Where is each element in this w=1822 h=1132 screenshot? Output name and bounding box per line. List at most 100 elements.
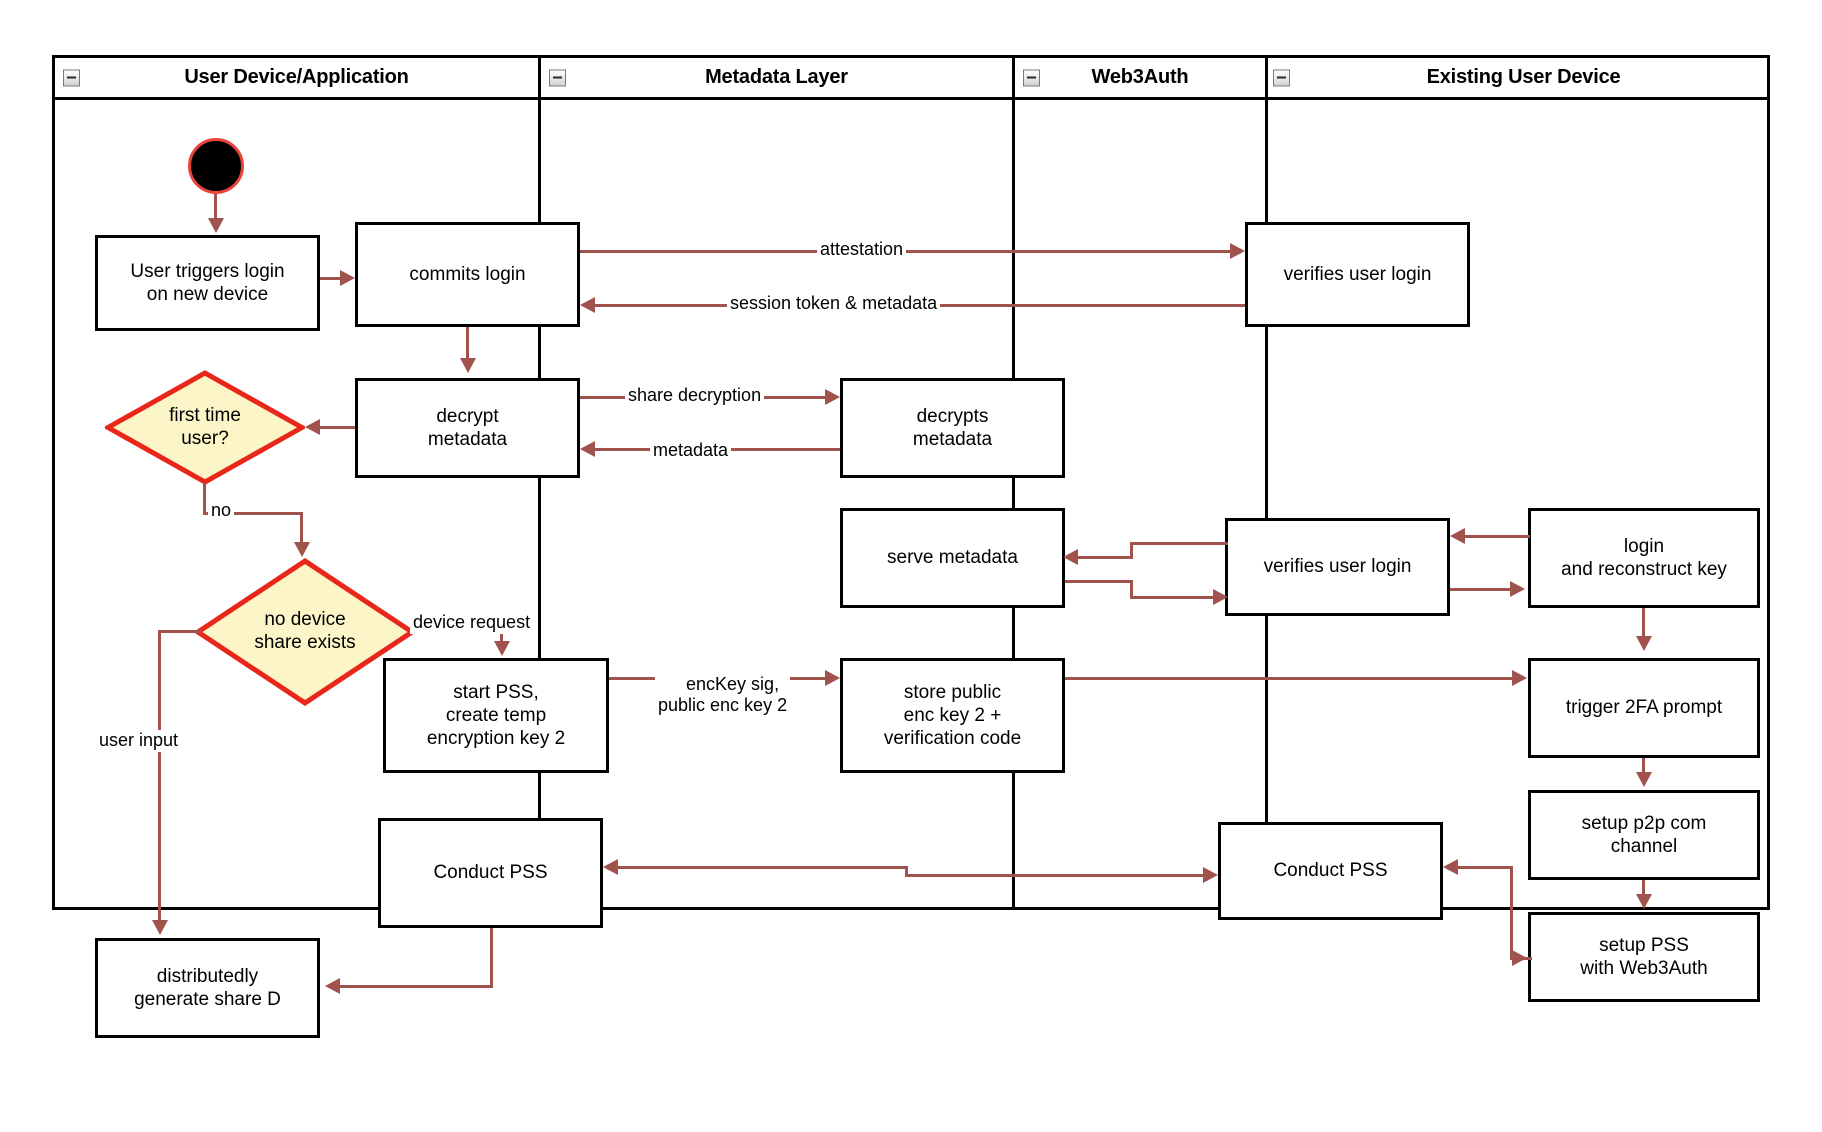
- edge-n3-to-d1: [320, 426, 355, 429]
- node-label: trigger 2FA prompt: [1565, 697, 1723, 719]
- node-commits-login[interactable]: commits login: [355, 222, 580, 327]
- collapse-icon[interactable]: [1023, 69, 1040, 86]
- edge-serve-to-verify-h2: [1130, 596, 1215, 599]
- edge-label-metadata: metadata: [650, 440, 732, 462]
- edge-web3auth-pss-in-h: [1455, 866, 1513, 869]
- edge-conduct-pss-link-left: [618, 866, 908, 869]
- lane-title: User Device/Application: [184, 66, 409, 88]
- arrowhead-right: [825, 670, 840, 686]
- collapse-icon[interactable]: [63, 69, 80, 86]
- edge-n2-to-n3: [466, 327, 469, 360]
- arrowhead-right: [1213, 589, 1228, 605]
- arrowhead-left: [580, 441, 595, 457]
- edge-n1-to-n2: [320, 277, 342, 280]
- edge-label-enckey-text: encKey sig,public enc key 2: [658, 673, 788, 716]
- arrowhead-down: [494, 641, 510, 656]
- node-verifies-user-login-1[interactable]: verifies user login: [1245, 222, 1470, 327]
- edge-d1-down: [203, 483, 206, 514]
- lane-body-user-device: [55, 100, 541, 907]
- arrowhead-right: [1512, 670, 1527, 686]
- node-verifies-user-login-2[interactable]: verifies user login: [1225, 518, 1450, 616]
- edge-conduct-pss-link-step: [905, 866, 908, 877]
- edge-user-input-v: [158, 630, 161, 922]
- node-conduct-pss-user[interactable]: Conduct PSS: [378, 818, 603, 928]
- lane-header-metadata-layer[interactable]: Metadata Layer: [541, 58, 1015, 100]
- edge-store-to-2fa-a: [1065, 677, 1295, 680]
- arrowhead-right: [1512, 950, 1527, 966]
- arrowhead-left: [325, 978, 340, 994]
- arrowhead-down: [1636, 636, 1652, 651]
- arrowhead-down: [1636, 894, 1652, 909]
- arrowhead-left: [580, 297, 595, 313]
- lane-title: Web3Auth: [1091, 66, 1189, 88]
- collapse-icon[interactable]: [549, 69, 566, 86]
- edge-verify-to-serve-h1: [1130, 542, 1228, 545]
- edge-web3auth-pss-v: [1510, 866, 1513, 960]
- lane-body-web3auth: [1015, 100, 1268, 907]
- arrowhead-right: [825, 389, 840, 405]
- lane-header-web3auth[interactable]: Web3Auth: [1015, 58, 1268, 100]
- edge-user-input-h: [158, 630, 202, 633]
- arrowhead-down: [294, 542, 310, 557]
- lane-header-user-device[interactable]: User Device/Application: [55, 58, 541, 100]
- edge-label-user-input: user input: [96, 730, 182, 752]
- node-conduct-pss-web3auth[interactable]: Conduct PSS: [1218, 822, 1443, 920]
- arrowhead-left: [305, 419, 320, 435]
- edge-existing-to-verify: [1462, 535, 1530, 538]
- arrowhead-down: [208, 218, 224, 233]
- edge-p2p-to-setup-pss: [1642, 880, 1645, 896]
- edge-label-enckey: encKey sig,public enc key 2: [655, 652, 791, 739]
- lane-title: Existing User Device: [1426, 66, 1621, 88]
- collapse-icon[interactable]: [1273, 69, 1290, 86]
- lane-header-existing-user-device[interactable]: Existing User Device: [1268, 58, 1767, 100]
- edge-start-to-n1: [214, 194, 217, 220]
- edge-device-request-v: [500, 624, 503, 644]
- edge-2fa-to-p2p: [1642, 758, 1645, 774]
- arrowhead-right: [340, 270, 355, 286]
- diamond-shape: [195, 558, 415, 706]
- arrowhead-left: [603, 859, 618, 875]
- node-serve-metadata[interactable]: serve metadata: [840, 508, 1065, 608]
- node-label: Conduct PSS: [1273, 860, 1388, 882]
- arrowhead-left: [1450, 528, 1465, 544]
- node-trigger-2fa-prompt[interactable]: trigger 2FA prompt: [1528, 658, 1760, 758]
- lane-title: Metadata Layer: [705, 66, 848, 88]
- edge-verify-to-login: [1450, 588, 1512, 591]
- arrowhead-left: [1063, 549, 1078, 565]
- edge-label-session-token: session token & metadata: [727, 293, 941, 315]
- edge-store-to-2fa-b: [1292, 677, 1514, 680]
- arrowhead-right: [1230, 243, 1245, 259]
- edge-serve-to-verify-v: [1130, 580, 1133, 598]
- edge-no-down-to-d2: [300, 512, 303, 545]
- arrowhead-down: [152, 920, 168, 935]
- node-label: Conduct PSS: [433, 862, 548, 884]
- edge-verify-to-serve-v: [1130, 542, 1133, 559]
- start-node: [188, 138, 244, 194]
- edge-login-to-2fa: [1642, 608, 1645, 638]
- edge-verify-to-serve-h2: [1078, 556, 1133, 559]
- lane-body-metadata-layer: [541, 100, 1015, 907]
